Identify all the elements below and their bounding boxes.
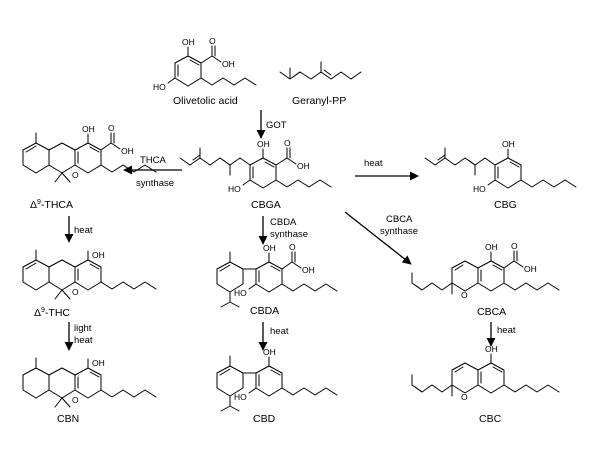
oh-label: OH — [82, 124, 95, 134]
cbd-label: CBD — [253, 413, 276, 425]
step-light-cbn: light — [74, 323, 92, 334]
step-heat-cbd: heat — [270, 326, 289, 337]
cbn-structure: OH O — [22, 357, 157, 408]
step-got: GOT — [266, 120, 287, 131]
oh-label: OH — [92, 358, 105, 368]
geranyl-pp-label: Geranyl-PP — [292, 95, 346, 107]
thc-structure: OH O — [22, 249, 157, 300]
step-heat-thc: heat — [74, 225, 93, 236]
o-label: O — [72, 170, 79, 180]
o-label: O — [289, 242, 296, 252]
cbg-structure: OH HO — [424, 139, 577, 194]
cbda-structure: OH O OH HO — [216, 242, 338, 308]
o-label: O — [72, 395, 79, 405]
o-label: O — [511, 241, 518, 251]
o-label: O — [209, 36, 216, 46]
step-cbda-synthase: CBDA — [270, 217, 297, 228]
thca-label: Δ9-THCA — [30, 199, 73, 211]
cbg-label: CBG — [494, 199, 517, 211]
step-cbda-synthase: synthase — [270, 229, 308, 240]
cbc-label: CBC — [479, 413, 502, 425]
oh-label: OH — [121, 146, 134, 156]
step-heat-cbc: heat — [497, 325, 516, 336]
cbca-label: CBCA — [477, 306, 506, 318]
cbga-label: CBGA — [251, 199, 281, 211]
cbn-label: CBN — [57, 413, 79, 425]
cbga-structure: OH O OH HO — [179, 138, 332, 194]
o-label: O — [108, 123, 115, 133]
oh-label: OH — [297, 161, 310, 171]
o-label: O — [461, 290, 468, 300]
oh-label: OH — [92, 250, 105, 260]
cbc-structure: OH O — [411, 344, 560, 402]
o-label: O — [284, 138, 291, 148]
ho-label: HO — [234, 288, 247, 298]
cbd-structure: OH HO — [216, 347, 338, 412]
step-heat-cbn: heat — [74, 335, 93, 346]
o-label: O — [72, 287, 79, 297]
ho-label: HO — [473, 184, 486, 194]
step-thca-synthase: synthase — [136, 178, 174, 189]
oh-label: OH — [222, 59, 235, 69]
oh-label: OH — [263, 347, 276, 357]
oh-label: OH — [485, 242, 498, 252]
step-cbca-synthase: synthase — [380, 226, 418, 237]
arrow-cbca-synthase — [344, 211, 412, 265]
geranyl-pp-structure — [279, 61, 362, 80]
olivetolic-acid-label: Olivetolic acid — [173, 95, 238, 107]
step-cbca-synthase: CBCA — [386, 214, 413, 225]
step-thca-synthase: THCA — [140, 155, 167, 166]
oh-label: OH — [485, 344, 498, 354]
oh-label: OH — [302, 265, 315, 275]
ho-label: HO — [228, 184, 241, 194]
cbda-label: CBDA — [250, 305, 279, 317]
oh-label: OH — [263, 243, 276, 253]
olivetolic-acid-structure: OH O OH HO — [153, 36, 257, 92]
o-label: O — [461, 392, 468, 402]
ho-label: HO — [153, 82, 166, 92]
cbca-structure: OH O OH O — [411, 241, 560, 300]
oh-label: OH — [182, 37, 195, 47]
oh-label: OH — [502, 139, 515, 149]
thc-label: Δ9-THC — [34, 307, 70, 319]
oh-label: OH — [257, 139, 270, 149]
ho-label: HO — [234, 392, 247, 402]
step-heat-cbg: heat — [364, 158, 383, 169]
thca-structure: OH O OH O — [22, 123, 157, 183]
oh-label: OH — [524, 264, 537, 274]
